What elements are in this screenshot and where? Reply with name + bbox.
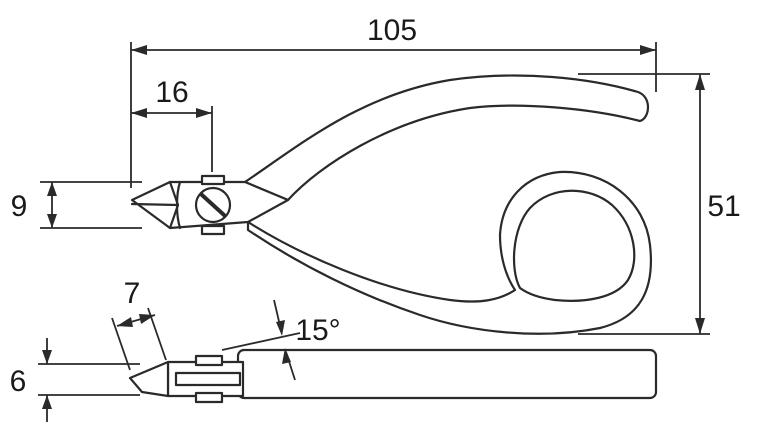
head-length-label: 16: [155, 76, 188, 109]
arrow-thick-up: [42, 395, 52, 409]
upper-handle: [243, 74, 650, 202]
arrow-head-up: [47, 182, 57, 196]
lower-handle-loop: [246, 170, 652, 335]
arrow-tip-right: [139, 314, 155, 324]
dim-tip-angle: 15°: [221, 299, 341, 381]
handle-loop-opening: [512, 189, 636, 302]
arrow-angle-lower: [282, 348, 291, 364]
dim-length: 105: [130, 14, 657, 188]
ext-line-tip-left: [111, 317, 131, 371]
side-slot: [174, 371, 242, 387]
head-height-label: 9: [11, 190, 28, 223]
arrow-height-up: [695, 74, 705, 90]
dim-tip-thickness: 6: [10, 338, 140, 422]
top-view-nipper: [130, 74, 652, 335]
arrow-height-down: [695, 318, 705, 334]
side-handle: [236, 348, 658, 400]
dim-head-height: 9: [11, 181, 142, 229]
arrow-head-left: [131, 108, 147, 118]
arrow-thick-down: [42, 350, 52, 364]
tip-thickness-label: 6: [10, 365, 27, 398]
side-hinge-cap-bottom: [194, 391, 224, 404]
arrow-tip-left: [117, 317, 133, 327]
arrow-head-right: [196, 108, 212, 118]
head-seam: [175, 180, 182, 230]
arrow-right: [640, 45, 656, 55]
hinge-plate-bottom: [200, 224, 226, 236]
height-label: 51: [707, 190, 740, 223]
length-label: 105: [367, 14, 417, 47]
tip-angle-label: 15°: [295, 314, 340, 347]
arrow-head-down: [47, 214, 57, 228]
side-hinge-cap-top: [194, 354, 224, 367]
dim-head-length: 16: [131, 76, 213, 172]
dim-height: 51: [578, 73, 741, 335]
jaw-cut-line: [130, 202, 180, 207]
dim-tip-length: 7: [111, 277, 167, 371]
angle-ref-line: [221, 332, 301, 351]
arrow-angle-upper: [276, 320, 285, 336]
tip-length-label: 7: [124, 277, 141, 310]
side-view-nipper: [128, 348, 658, 404]
arrow-left: [131, 45, 147, 55]
screw-slot: [200, 193, 226, 217]
hinge-plate-top: [200, 174, 226, 186]
side-jaw-tip: [128, 360, 170, 398]
